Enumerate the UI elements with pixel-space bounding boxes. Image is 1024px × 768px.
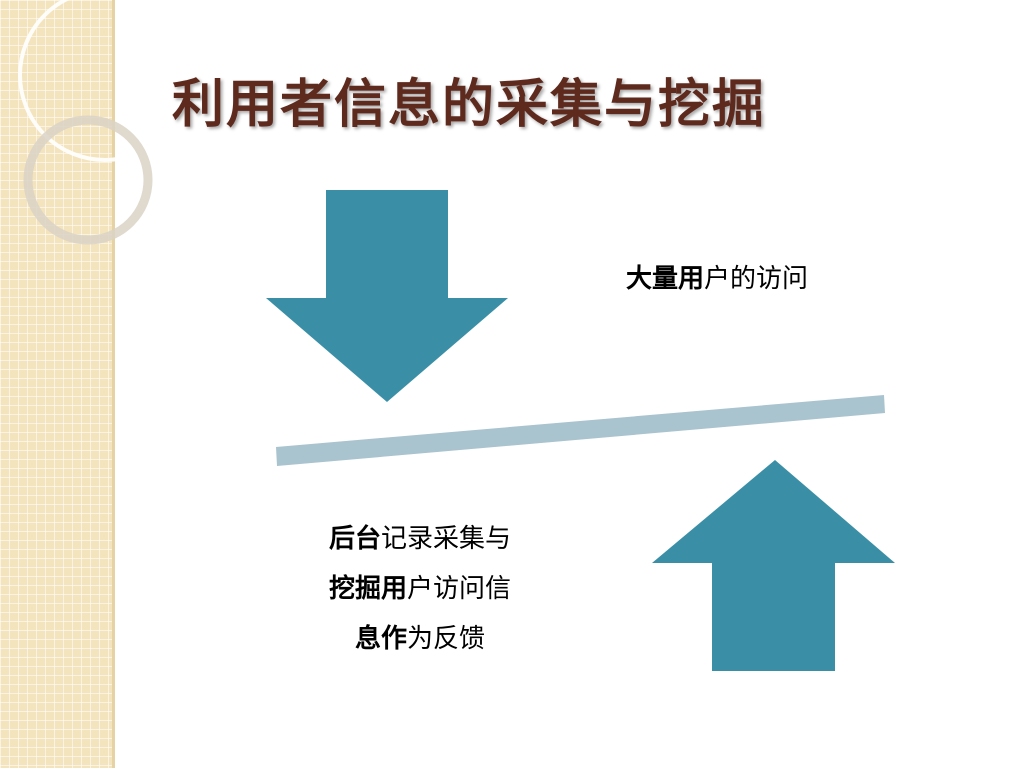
- arrow-down-icon: [266, 190, 508, 402]
- decorative-rings: [18, 0, 192, 245]
- feedback-line-1-bold: 后台: [328, 524, 381, 554]
- feedback-line-1: 后台记录采集与: [300, 514, 540, 564]
- label-user-access: 大量用户的访问: [626, 258, 808, 295]
- ring-small: [23, 115, 153, 245]
- feedback-line-3-normal: 为反馈: [407, 624, 486, 654]
- balance-bar: [276, 395, 885, 466]
- sidebar-edge: [112, 0, 115, 768]
- feedback-line-1-normal: 记录采集与: [381, 524, 512, 554]
- feedback-line-2: 挖掘用户访问信: [300, 564, 540, 614]
- ring-large: [18, 0, 192, 162]
- feedback-line-3: 息作为反馈: [300, 614, 540, 664]
- feedback-line-2-bold: 挖掘用: [328, 574, 407, 604]
- feedback-line-3-bold: 息作: [354, 624, 407, 654]
- label-user-access-normal: 户的访问: [704, 264, 809, 294]
- feedback-line-2-normal: 户访问信: [407, 574, 512, 604]
- label-backend-feedback: 后台记录采集与 挖掘用户访问信 息作为反馈: [300, 514, 540, 664]
- label-user-access-bold: 大量用: [626, 264, 705, 294]
- arrow-up-icon: [652, 460, 895, 671]
- page-title: 利用者信息的采集与挖掘: [172, 75, 767, 135]
